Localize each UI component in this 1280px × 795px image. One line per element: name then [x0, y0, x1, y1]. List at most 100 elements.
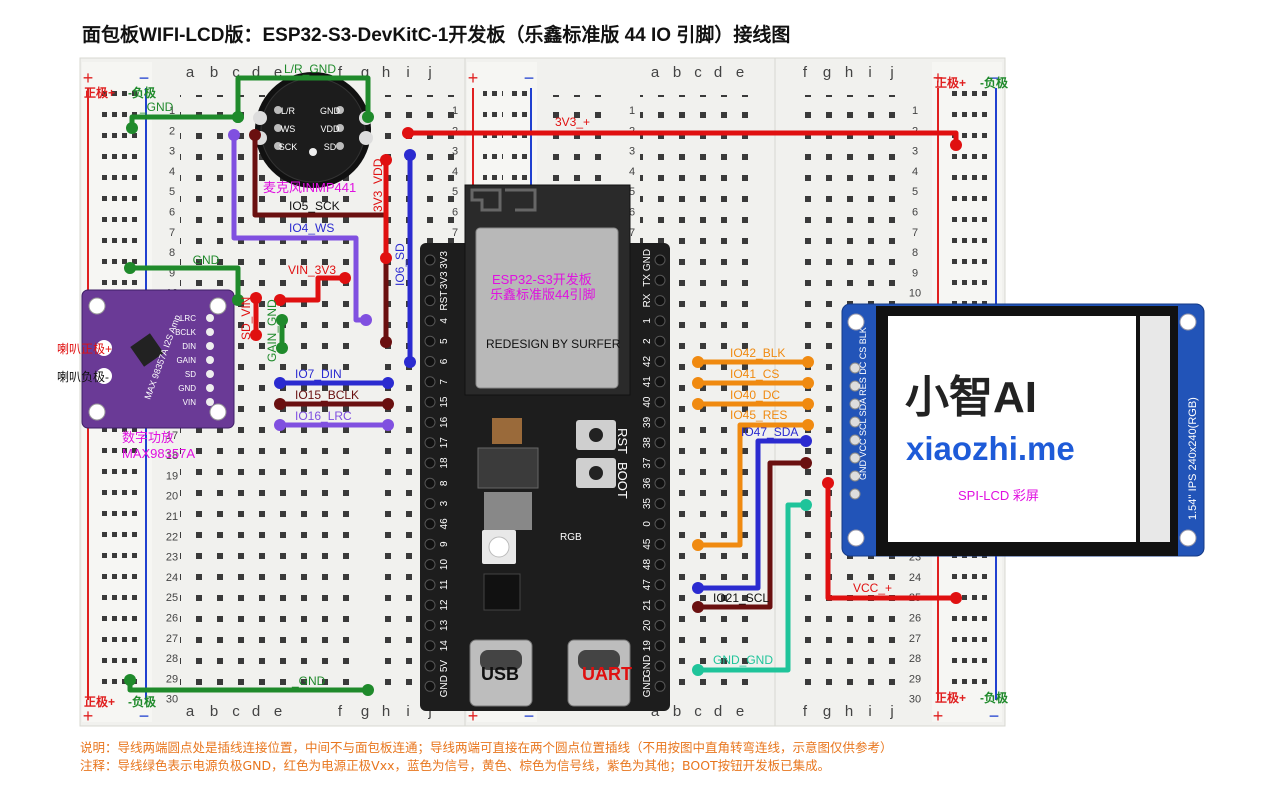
wire-io42-blk-end — [692, 356, 704, 368]
left-pin-hole — [424, 457, 436, 469]
amp-pin-label: DIN — [182, 342, 196, 351]
lcd-mount-hole — [847, 313, 865, 331]
column-letter: g — [823, 703, 831, 720]
right-pin-label: TX — [642, 274, 653, 287]
column-letter: j — [427, 64, 431, 81]
column-letter: j — [427, 703, 431, 720]
right-pin-hole — [654, 498, 666, 510]
row-number: 7 — [629, 227, 635, 239]
wire-io5-sck — [249, 129, 392, 348]
wire-io16-lrc — [274, 419, 394, 431]
wire-label-lr-gnd: L/R_GND — [284, 62, 336, 76]
row-number: 20 — [166, 491, 178, 503]
left-pin-label: GND — [439, 675, 450, 697]
row-number: 8 — [169, 247, 175, 259]
boot-label: BOOT — [615, 462, 630, 499]
rail-minus-sign: − — [139, 68, 150, 88]
amp-mount-hole — [88, 403, 106, 421]
left-pin-label: 5V — [439, 660, 450, 673]
wire-io45-res-end — [802, 419, 814, 431]
speaker-terminal — [96, 368, 112, 384]
amp-pin-label: BCLK — [175, 328, 197, 337]
left-pin-label: 15 — [439, 396, 450, 408]
wire-vcc — [822, 477, 962, 604]
amp-pin-hole — [206, 370, 214, 378]
mic-pin-pad — [359, 131, 373, 145]
wire-io16-lrc-end — [274, 419, 286, 431]
right-pin-label: 19 — [642, 640, 653, 652]
lcd-pin-hole — [849, 434, 861, 446]
amp-mount-hole — [88, 297, 106, 315]
wire-label-vin-3v3: VIN_3V3 — [288, 263, 336, 277]
column-letter: f — [803, 703, 808, 720]
right-pin-hole — [654, 457, 666, 469]
wire-io42-blk — [692, 356, 814, 368]
column-letter: e — [274, 64, 282, 81]
row-number: 28 — [166, 653, 178, 665]
lcd-site: xiaozhi.me — [906, 430, 1075, 467]
wire-sd-vin — [250, 292, 262, 341]
wire-io41-cs — [692, 377, 814, 389]
wire-label-io15-bclk: IO15_BCLK — [295, 388, 359, 402]
wire-amp-gnd-end — [124, 262, 136, 274]
mic-pin-label: VDD — [320, 124, 340, 134]
wire-label-3v3-vdd: 3V3_VDD — [371, 158, 385, 212]
right-pin-label: 21 — [642, 599, 653, 611]
column-letter: b — [210, 64, 218, 81]
lcd-pin-hole — [849, 398, 861, 410]
left-pin-label: 14 — [439, 640, 450, 652]
column-letter: a — [186, 703, 195, 720]
lcd-side-panel — [1140, 316, 1170, 542]
right-pin-label: 48 — [642, 559, 653, 571]
board-label-model: 乐鑫标准版44引脚 — [490, 287, 595, 302]
right-pin-label: 47 — [642, 579, 653, 591]
mic-pin-hole — [336, 106, 344, 114]
wire-lr-gnd-line — [235, 75, 371, 117]
left-pin-hole — [424, 559, 436, 570]
lcd-mount-hole — [1179, 529, 1197, 547]
left-pin-hole — [424, 437, 436, 449]
row-number: 1 — [169, 105, 175, 117]
lcd-pin-hole — [849, 452, 861, 464]
row-number: 6 — [452, 207, 458, 219]
rail-positive-label: 正极+ — [84, 694, 115, 709]
rail-minus-sign: − — [524, 706, 535, 726]
mic-pin-hole — [274, 106, 282, 114]
wire-io40-dc — [692, 398, 814, 410]
right-pin-hole — [654, 599, 666, 611]
wire-label-io6-sd: IO6_SD — [393, 243, 407, 286]
column-letter: b — [210, 703, 218, 720]
wire-io7-din — [274, 377, 394, 389]
row-number: 4 — [452, 166, 458, 178]
right-pin-hole — [654, 518, 666, 530]
left-pin-hole — [424, 295, 436, 307]
wire-io4-ws-end — [228, 129, 240, 141]
right-pin-hole — [654, 315, 666, 327]
row-number: 3 — [629, 146, 635, 158]
wire-label-io16-lrc: IO16_LRC — [295, 409, 352, 423]
left-pin-label: 3V3 — [439, 251, 450, 269]
right-pin-label: RX — [642, 293, 653, 307]
rail-negative-label: -负极 — [980, 75, 1009, 90]
wire-vin-3v3-end — [339, 272, 351, 284]
right-pin-label: 0 — [642, 521, 653, 527]
wire-io42-blk-end — [802, 356, 814, 368]
left-pin-hole — [424, 396, 436, 408]
wire-io41-cs-end — [692, 377, 704, 389]
usb-bridge-chip — [483, 573, 521, 611]
wire-label-mic-gnd: _GND — [139, 100, 174, 114]
right-pin-hole — [654, 356, 666, 367]
row-number: 7 — [452, 227, 458, 239]
mic-pin-hole — [274, 124, 282, 132]
uart-port — [578, 650, 620, 670]
row-number: 7 — [912, 227, 918, 239]
row-number: 27 — [909, 633, 921, 645]
rail-plus-sign: + — [468, 68, 479, 88]
wires — [124, 75, 962, 696]
row-number: 30 — [166, 694, 178, 706]
wire-3v3-plus-end — [402, 127, 414, 139]
wire-io47-sda-end — [800, 435, 812, 447]
column-letter: j — [889, 703, 893, 720]
column-letter: f — [338, 64, 343, 81]
